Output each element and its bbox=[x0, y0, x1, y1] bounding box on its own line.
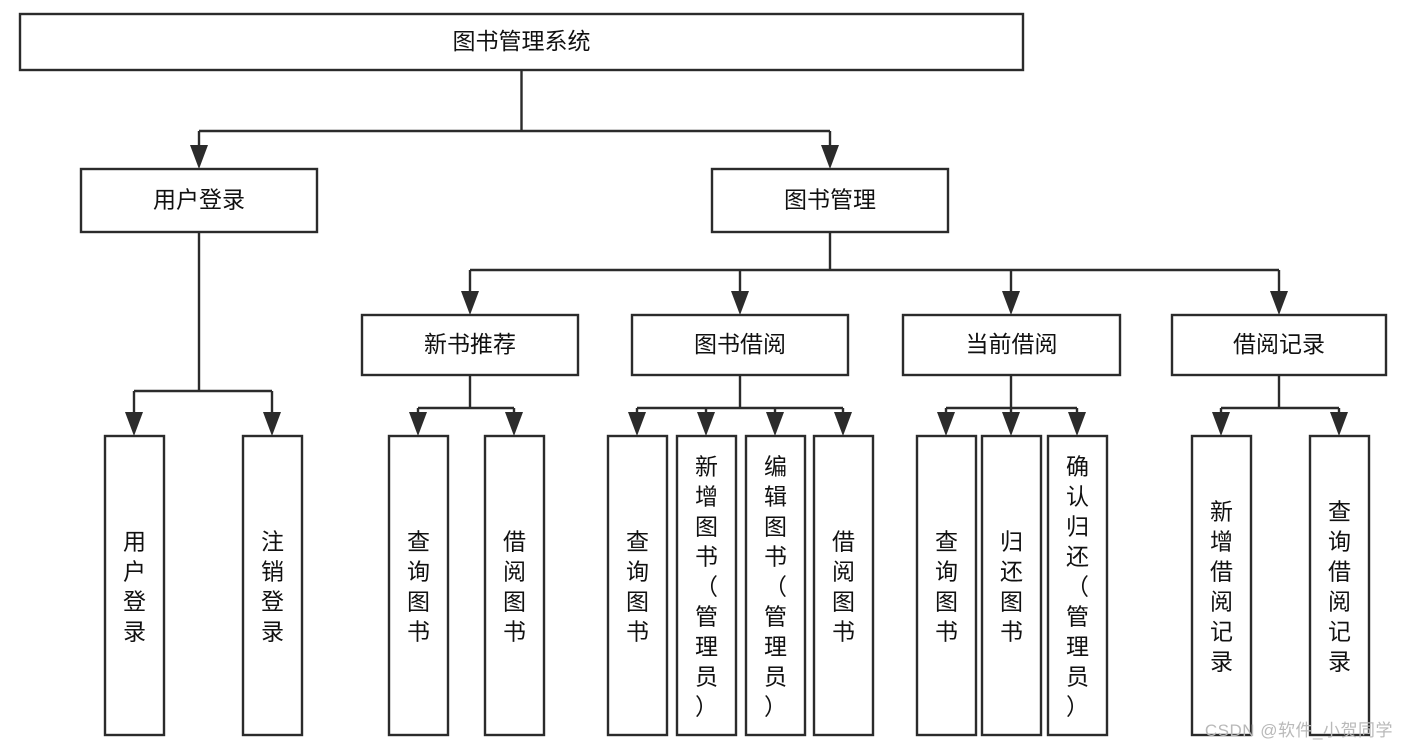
level3-node-3[interactable]: 借阅记录 bbox=[1170, 313, 1388, 377]
leaf-node-label-9: 归还图书 bbox=[1000, 529, 1023, 645]
leaf-node-label-0: 用户登录 bbox=[123, 529, 146, 645]
level3-node-2[interactable]: 当前借阅 bbox=[901, 313, 1122, 377]
level3-node-1[interactable]: 图书借阅 bbox=[630, 313, 850, 377]
level2-node-label-0: 用户登录 bbox=[153, 187, 245, 213]
level3-node-label-3: 借阅记录 bbox=[1233, 331, 1325, 357]
leaf-node-label-12: 查询借阅记录 bbox=[1328, 499, 1351, 675]
leaf-node-9[interactable]: 归还图书 bbox=[980, 434, 1043, 737]
leaf-node-label-8: 查询图书 bbox=[935, 529, 958, 645]
level2-node-0[interactable]: 用户登录 bbox=[79, 167, 319, 234]
connector-login-to-leaves bbox=[125, 232, 281, 436]
connector-borrow-to-leaves bbox=[628, 375, 852, 436]
leaf-node-8[interactable]: 查询图书 bbox=[915, 434, 978, 737]
leaf-node-3[interactable]: 借阅图书 bbox=[483, 434, 546, 737]
leaf-node-11[interactable]: 新增借阅记录 bbox=[1190, 434, 1253, 737]
csdn-watermark: CSDN @软件_小贺同学 bbox=[1204, 721, 1393, 740]
leaf-node-label-5: 新增图书（管理员） bbox=[695, 454, 718, 720]
connector-records-to-leaves bbox=[1212, 375, 1348, 436]
level2-node-label-1: 图书管理 bbox=[784, 187, 876, 213]
level3-node-label-0: 新书推荐 bbox=[424, 331, 516, 357]
connector-books-to-level3 bbox=[461, 232, 1288, 315]
leaf-node-label-2: 查询图书 bbox=[407, 529, 430, 645]
leaf-node-5[interactable]: 新增图书（管理员） bbox=[675, 434, 738, 737]
connector-newbook-to-leaves bbox=[409, 375, 523, 436]
level2-node-1[interactable]: 图书管理 bbox=[710, 167, 950, 234]
level3-node-label-1: 图书借阅 bbox=[694, 331, 786, 357]
root-node-book-management-system[interactable]: 图书管理系统 bbox=[18, 12, 1025, 72]
level3-node-0[interactable]: 新书推荐 bbox=[360, 313, 580, 377]
connector-root-to-level2 bbox=[190, 70, 839, 169]
leaf-node-label-4: 查询图书 bbox=[626, 529, 649, 645]
leaf-node-4[interactable]: 查询图书 bbox=[606, 434, 669, 737]
leaf-node-10[interactable]: 确认归还（管理员） bbox=[1046, 434, 1109, 737]
level3-node-label-2: 当前借阅 bbox=[966, 331, 1058, 357]
leaf-node-7[interactable]: 借阅图书 bbox=[812, 434, 875, 737]
leaf-node-label-1: 注销登录 bbox=[261, 529, 284, 645]
root-node-label: 图书管理系统 bbox=[453, 28, 591, 54]
leaf-node-0[interactable]: 用户登录 bbox=[103, 434, 166, 737]
leaf-node-6[interactable]: 编辑图书（管理员） bbox=[744, 434, 807, 737]
leaf-node-label-3: 借阅图书 bbox=[503, 529, 526, 645]
leaf-node-1[interactable]: 注销登录 bbox=[241, 434, 304, 737]
leaf-node-2[interactable]: 查询图书 bbox=[387, 434, 450, 737]
leaf-node-label-6: 编辑图书（管理员） bbox=[764, 454, 787, 720]
leaf-node-label-10: 确认归还（管理员） bbox=[1066, 454, 1089, 720]
leaf-node-label-7: 借阅图书 bbox=[832, 529, 855, 645]
leaf-node-label-11: 新增借阅记录 bbox=[1210, 499, 1233, 675]
connector-current-to-leaves bbox=[937, 375, 1086, 436]
leaf-node-12[interactable]: 查询借阅记录 bbox=[1308, 434, 1371, 737]
